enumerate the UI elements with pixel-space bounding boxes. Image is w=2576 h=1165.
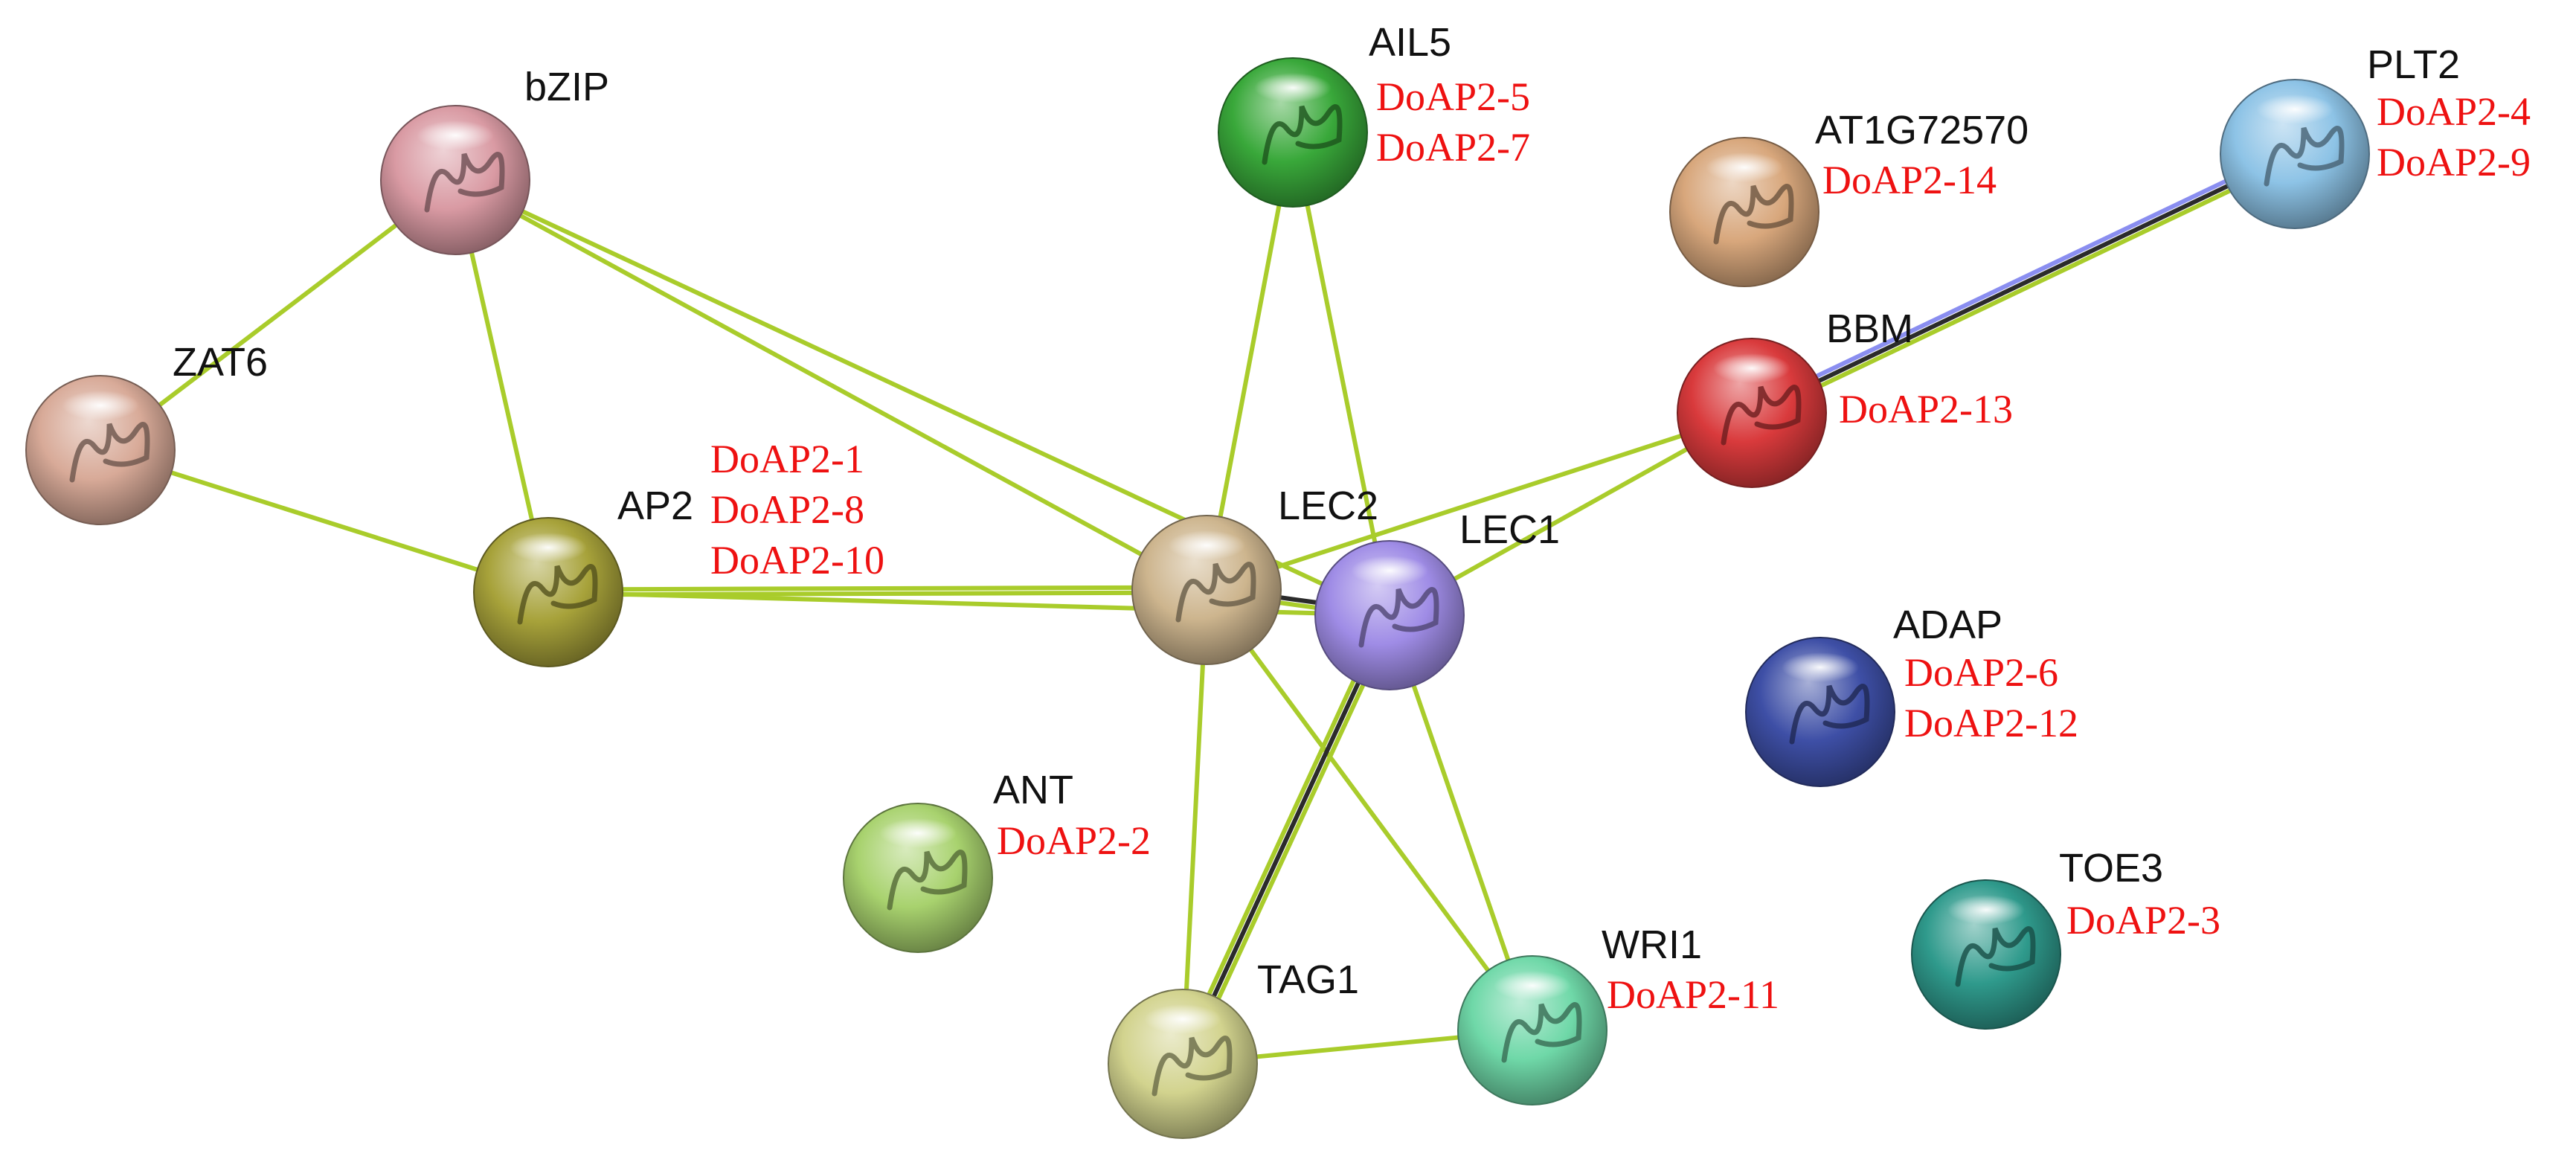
edge-lec2-tag1-green bbox=[1181, 588, 1209, 1066]
node-label-adap: ADAP bbox=[1893, 603, 2002, 647]
protein-structure-icon bbox=[1789, 684, 1870, 745]
node-zat6[interactable] bbox=[25, 375, 176, 525]
node-bbm[interactable] bbox=[1677, 338, 1827, 488]
doap-label-doap2-12: DoAP2-12 bbox=[1904, 701, 2078, 745]
node-lec1[interactable] bbox=[1314, 540, 1465, 690]
doap-label-doap2-8: DoAP2-8 bbox=[710, 487, 864, 532]
edge-lec1-tag1-green bbox=[1175, 611, 1387, 1065]
node-ant[interactable] bbox=[843, 803, 993, 953]
node-adap[interactable] bbox=[1745, 637, 1895, 787]
node-label-wri1: WRI1 bbox=[1602, 922, 1702, 967]
doap-label-doap2-2: DoAP2-2 bbox=[997, 818, 1151, 863]
node-toe3[interactable] bbox=[1911, 879, 2061, 1030]
doap-label-doap2-9: DoAP2-9 bbox=[2377, 140, 2531, 184]
node-lec2[interactable] bbox=[1131, 515, 1282, 665]
node-plt2[interactable] bbox=[2220, 79, 2370, 229]
doap-label-doap2-6: DoAP2-6 bbox=[1904, 650, 2058, 695]
protein-structure-icon bbox=[2264, 126, 2345, 187]
doap-label-doap2-3: DoAP2-3 bbox=[2066, 898, 2220, 943]
edge-plt2-bbm-black bbox=[1750, 152, 2297, 415]
doap-label-doap2-1: DoAP2-1 bbox=[710, 437, 864, 481]
protein-structure-icon bbox=[1175, 562, 1256, 623]
node-ap2[interactable] bbox=[473, 517, 623, 667]
edge-lec1-tag1-black bbox=[1181, 613, 1392, 1066]
node-gloss bbox=[1782, 652, 1859, 682]
doap-label-doap2-10: DoAP2-10 bbox=[710, 538, 884, 582]
node-gloss bbox=[1494, 971, 1571, 1001]
node-label-lec1: LEC1 bbox=[1459, 507, 1560, 552]
node-gloss bbox=[879, 818, 957, 848]
nodes-layer bbox=[25, 57, 2370, 1139]
edge-lec2-wri1-green bbox=[1204, 588, 1535, 1033]
edge-bbm-lec2-green bbox=[1204, 411, 1754, 592]
doap-label-doap2-14: DoAP2-14 bbox=[1822, 158, 1997, 202]
node-gloss bbox=[1254, 73, 1332, 103]
node-label-toe3: TOE3 bbox=[2059, 846, 2163, 890]
node-ail5[interactable] bbox=[1218, 57, 1368, 208]
node-gloss bbox=[1168, 530, 1245, 560]
protein-structure-icon bbox=[887, 850, 968, 911]
edge-ail5-lec2-green bbox=[1204, 130, 1295, 592]
node-wri1[interactable] bbox=[1457, 955, 1607, 1105]
node-label-plt2: PLT2 bbox=[2367, 42, 2460, 87]
edge-plt2-bbm-green bbox=[1752, 156, 2300, 420]
node-gloss bbox=[62, 391, 139, 420]
node-gloss bbox=[1351, 556, 1428, 585]
node-gloss bbox=[1947, 895, 2025, 925]
protein-structure-icon bbox=[1501, 1002, 1582, 1063]
edge-zat6-ap2-green bbox=[98, 448, 550, 594]
protein-structure-icon bbox=[1721, 385, 1802, 446]
node-label-at1g72570: AT1G72570 bbox=[1815, 108, 2029, 153]
node-bzip[interactable] bbox=[380, 105, 530, 255]
protein-structure-icon bbox=[1955, 926, 2036, 987]
node-label-zat6: ZAT6 bbox=[173, 340, 268, 385]
protein-structure-icon bbox=[424, 152, 505, 213]
node-label-ail5: AIL5 bbox=[1369, 20, 1451, 65]
node-label-ant: ANT bbox=[993, 768, 1073, 812]
edge-lec1-tag1-green bbox=[1185, 614, 1397, 1068]
doap-label-doap2-7: DoAP2-7 bbox=[1376, 125, 1530, 170]
node-gloss bbox=[1144, 1004, 1221, 1034]
node-label-bbm: BBM bbox=[1826, 307, 1913, 351]
protein-structure-icon bbox=[1713, 184, 1794, 245]
edge-ap2-lec2-green bbox=[545, 585, 1209, 592]
node-tag1[interactable] bbox=[1108, 989, 1258, 1139]
node-at1g72570[interactable] bbox=[1669, 137, 1819, 287]
node-gloss bbox=[510, 533, 587, 562]
node-gloss bbox=[417, 121, 494, 150]
doap-label-doap2-11: DoAP2-11 bbox=[1607, 972, 1779, 1017]
doap-label-doap2-13: DoAP2-13 bbox=[1839, 387, 2013, 431]
doap-label-doap2-4: DoAP2-4 bbox=[2377, 89, 2531, 134]
protein-structure-icon bbox=[69, 422, 150, 483]
node-gloss bbox=[1713, 353, 1790, 383]
doap-label-doap2-5: DoAP2-5 bbox=[1376, 74, 1530, 119]
node-gloss bbox=[2256, 94, 2334, 124]
protein-structure-icon bbox=[1262, 104, 1343, 165]
protein-structure-icon bbox=[517, 564, 598, 625]
protein-structure-icon bbox=[1152, 1036, 1233, 1097]
node-gloss bbox=[1706, 153, 1783, 182]
edge-bzip-lec2-green bbox=[453, 178, 1209, 592]
node-label-bzip: bZIP bbox=[524, 65, 609, 109]
node-label-ap2: AP2 bbox=[617, 484, 693, 528]
protein-structure-icon bbox=[1358, 587, 1439, 648]
node-label-tag1: TAG1 bbox=[1257, 957, 1359, 1002]
node-label-lec2: LEC2 bbox=[1278, 484, 1378, 528]
edge-plt2-bbm-blue bbox=[1747, 147, 2295, 411]
